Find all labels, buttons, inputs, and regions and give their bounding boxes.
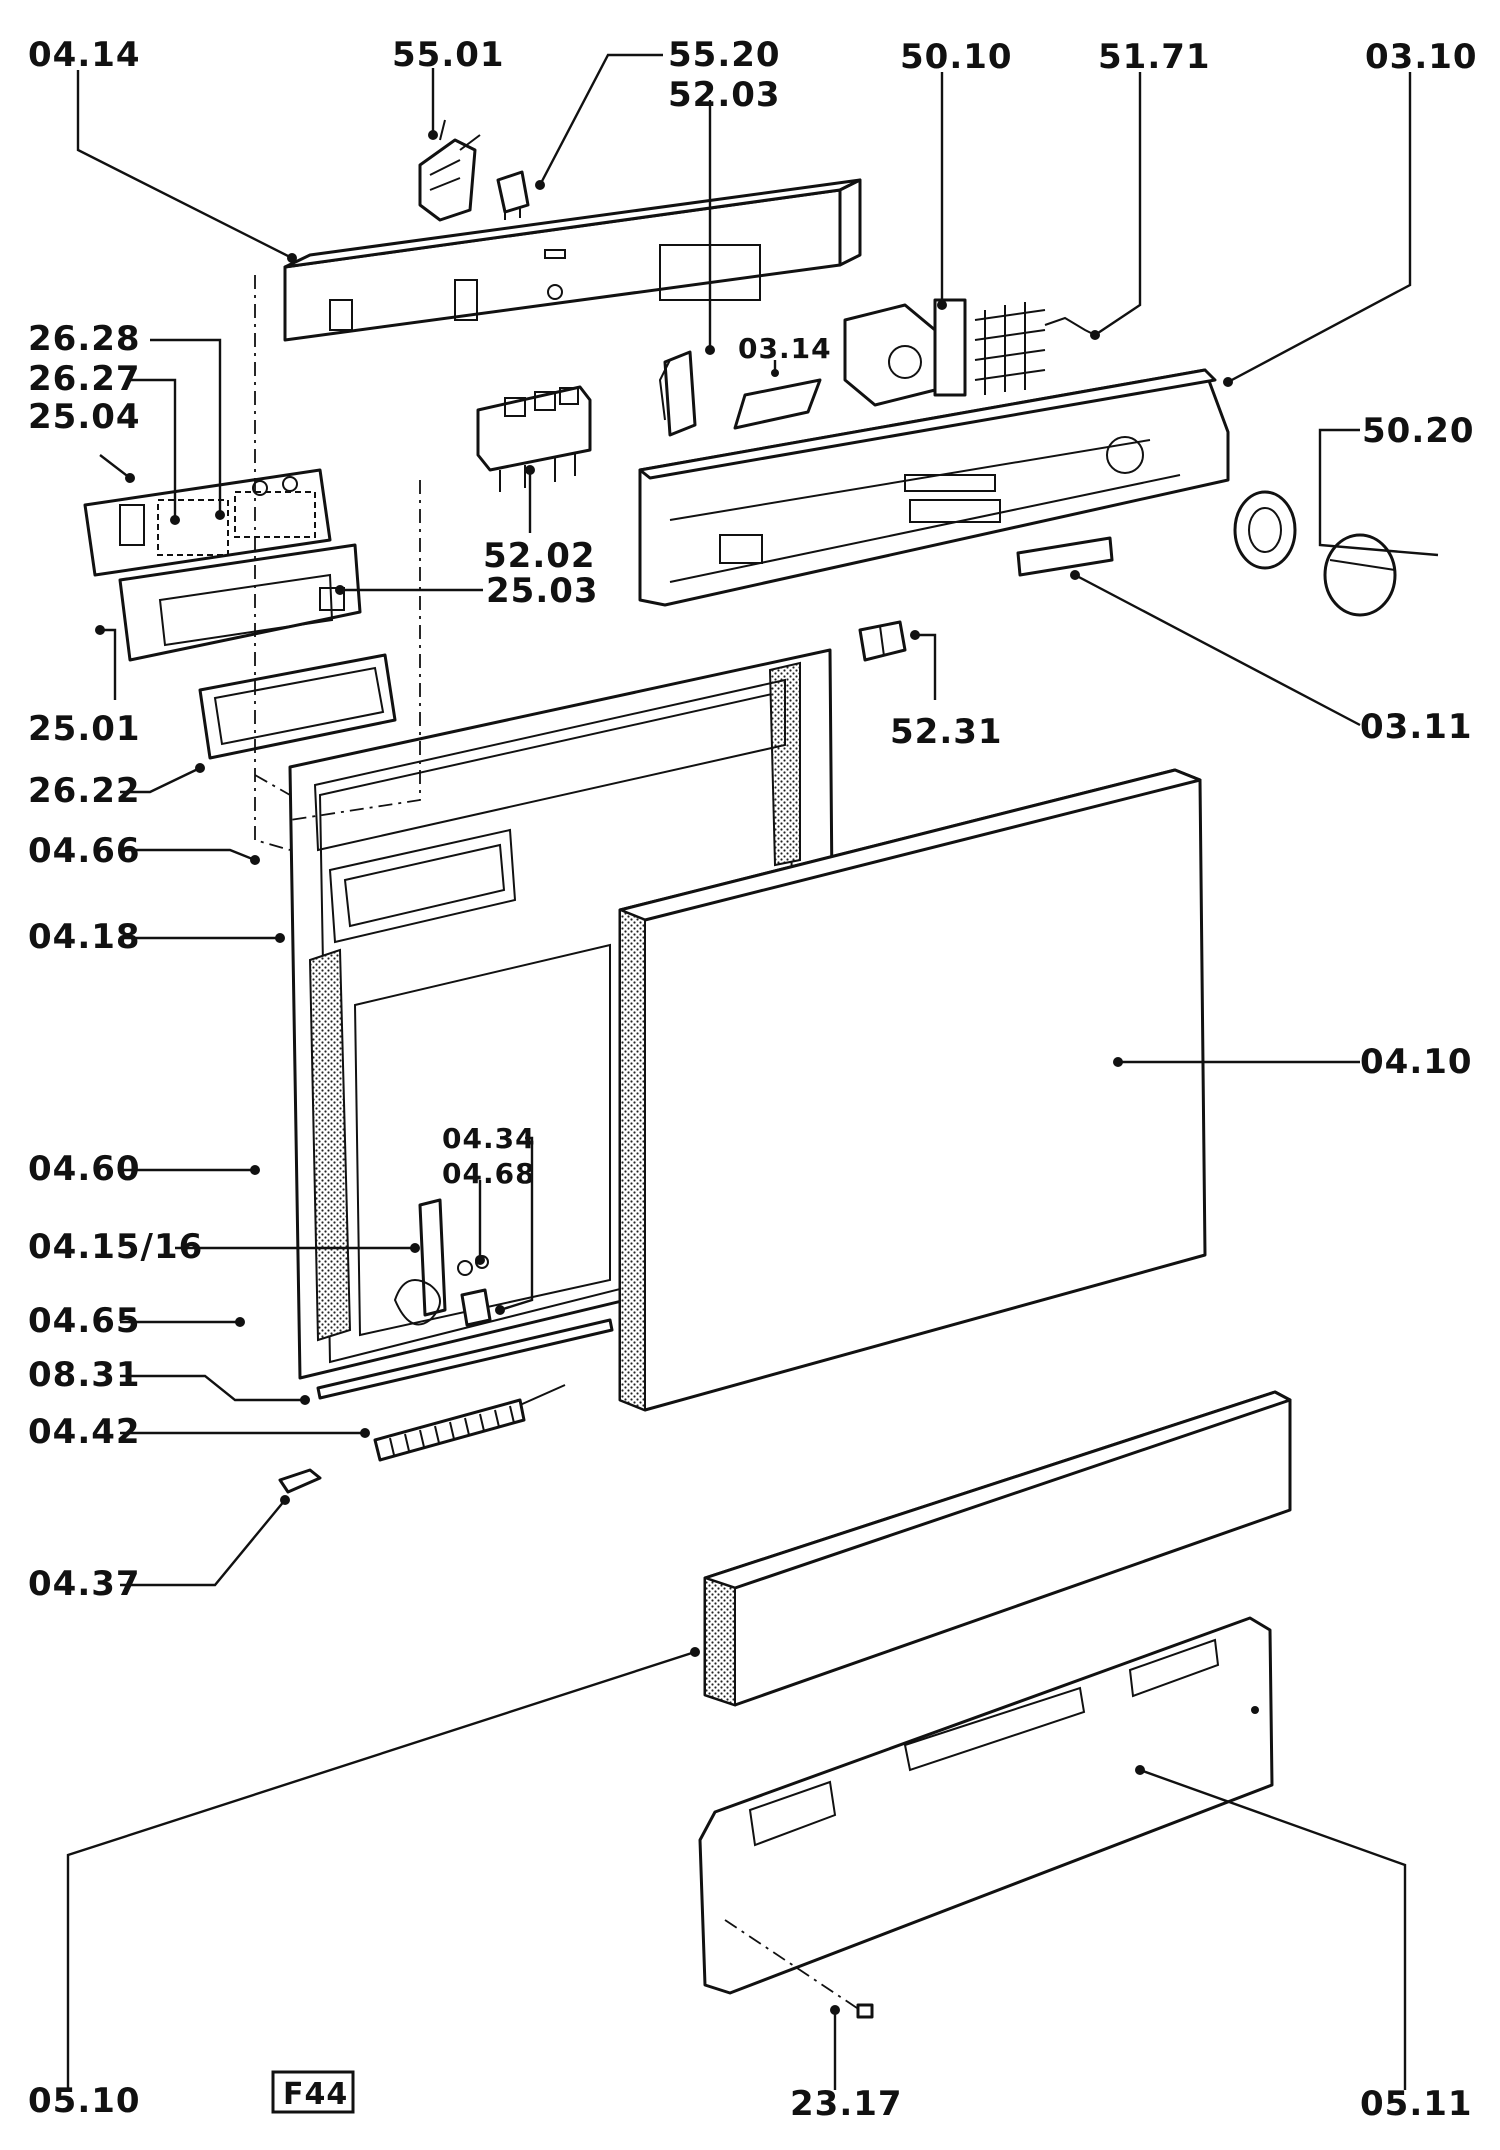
label-04-60: 04.60: [28, 1149, 141, 1189]
label-52-03: 52.03: [668, 75, 781, 115]
part-labels: 04.14 55.01 55.20 52.03 50.10 51.71 03.1…: [28, 35, 1478, 2124]
control-knob: [1233, 490, 1397, 617]
relay-52-03: [658, 350, 697, 437]
label-26-28: 26.28: [28, 319, 141, 359]
detergent-dispenser: [83, 468, 362, 662]
relay-52-02: [476, 385, 592, 492]
label-55-20: 55.20: [668, 35, 781, 75]
switch-55-01: [418, 119, 481, 222]
label-04-65: 04.65: [28, 1301, 141, 1341]
label-04-18: 04.18: [28, 917, 141, 957]
top-rail-bracket: [283, 178, 862, 342]
label-52-31: 52.31: [890, 712, 1003, 752]
block-52-31: [858, 620, 907, 662]
switch-55-20: [496, 170, 530, 220]
bar-08-31: [316, 1318, 614, 1400]
label-03-11: 03.11: [1360, 707, 1473, 747]
outer-door-panel: [618, 768, 1207, 1412]
label-08-31: 08.31: [28, 1355, 141, 1395]
label-05-11: 05.11: [1360, 2084, 1473, 2124]
strip-03-11: [1016, 536, 1114, 577]
screw-23-17: [724, 1919, 874, 2019]
hinge-assembly: [393, 1198, 492, 1327]
label-03-10: 03.10: [1365, 37, 1478, 77]
leader-lines: [66, 53, 1439, 2090]
label-25-03: 25.03: [486, 571, 599, 611]
label-52-02: 52.02: [483, 536, 596, 576]
label-04-15-16: 04.15/16: [28, 1227, 203, 1267]
alignment-lines: [254, 275, 421, 851]
label-25-04: 25.04: [28, 397, 141, 437]
label-26-27: 26.27: [28, 359, 141, 399]
part-03-14: [733, 378, 822, 430]
bracket-04-37: [278, 1468, 322, 1494]
label-50-20: 50.20: [1362, 411, 1475, 451]
label-04-14: 04.14: [28, 35, 141, 75]
label-05-10: 05.10: [28, 2081, 141, 2121]
label-55-01: 55.01: [392, 35, 505, 75]
label-23-17: 23.17: [790, 2084, 903, 2124]
figure-code: F44: [283, 2077, 348, 2112]
timer-motor: [843, 298, 1046, 407]
label-04-42: 04.42: [28, 1412, 141, 1452]
label-04-34: 04.34: [442, 1122, 536, 1155]
label-04-37: 04.37: [28, 1564, 141, 1604]
figure-code-box: F44: [271, 2070, 355, 2114]
control-panel: [638, 368, 1230, 607]
label-51-71: 51.71: [1098, 37, 1211, 77]
plate-05-11: [698, 1616, 1274, 1995]
label-04-10: 04.10: [1360, 1042, 1473, 1082]
label-04-66: 04.66: [28, 831, 141, 871]
gasket-26-22: [198, 653, 397, 760]
wire-51-71: [1044, 316, 1096, 336]
spring-04-42: [373, 1384, 566, 1462]
label-25-01: 25.01: [28, 709, 141, 749]
label-03-14: 03.14: [738, 332, 832, 365]
label-26-22: 26.22: [28, 771, 141, 811]
label-04-68: 04.68: [442, 1157, 536, 1190]
label-50-10: 50.10: [900, 37, 1013, 77]
kick-plate: [703, 1390, 1292, 1707]
